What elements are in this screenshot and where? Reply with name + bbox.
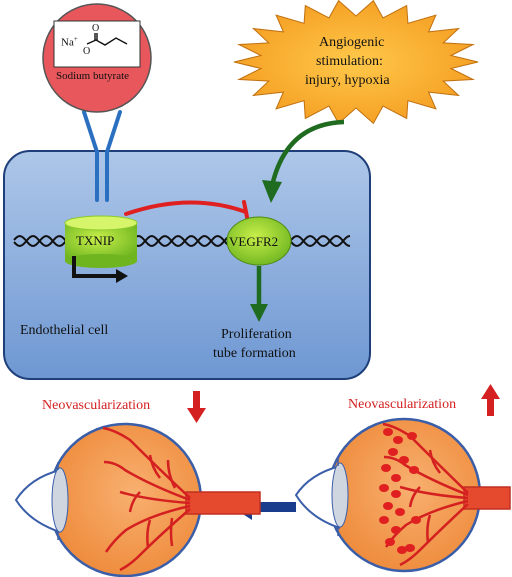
neovascular-cluster bbox=[395, 508, 405, 516]
eye-left bbox=[14, 422, 261, 577]
transcription-arrowhead bbox=[116, 269, 128, 283]
neovascularization-left-label: Neovascularization bbox=[42, 398, 151, 413]
neovascular-cluster bbox=[405, 544, 415, 552]
neovascular-cluster bbox=[383, 502, 393, 510]
outcome-line-1: Proliferation bbox=[221, 327, 292, 342]
neovascular-cluster bbox=[399, 456, 409, 464]
neovascular-cluster bbox=[411, 516, 421, 524]
neovascularization-down-arrow bbox=[187, 391, 206, 423]
receptor-icon bbox=[82, 110, 122, 202]
compound-label: Sodium butyrate bbox=[56, 70, 130, 82]
vegfr2-label: VEGFR2 bbox=[229, 234, 279, 249]
neovascular-cluster bbox=[393, 436, 403, 444]
downstream-activation-arrow bbox=[250, 266, 268, 322]
neovascular-cluster bbox=[379, 516, 389, 524]
vegfr2-receptor bbox=[226, 216, 292, 266]
neovascular-clusters bbox=[379, 428, 421, 554]
eye-right bbox=[294, 417, 511, 573]
neovascular-cluster bbox=[383, 428, 393, 436]
neovascularization-up-arrow bbox=[481, 384, 500, 416]
neovascular-cluster bbox=[407, 432, 417, 440]
neovascular-cluster bbox=[385, 538, 395, 546]
sodium-ion-text: Na bbox=[61, 36, 74, 49]
ion-charge: + bbox=[73, 35, 78, 43]
outcome-line-2: tube formation bbox=[213, 346, 296, 361]
cell-label: Endothelial cell bbox=[20, 323, 109, 338]
txnip-protein bbox=[64, 215, 138, 268]
neovascular-cluster bbox=[409, 466, 419, 474]
neovascular-cluster bbox=[391, 474, 401, 482]
stimulus-activation-arrow bbox=[262, 119, 345, 203]
stimulus-line-1: Angiogenic bbox=[319, 35, 385, 50]
neovascular-cluster bbox=[391, 490, 401, 498]
neovascular-cluster bbox=[379, 484, 389, 492]
neovascular-cluster bbox=[391, 526, 401, 534]
stimulus-line-2: stimulation: bbox=[316, 54, 383, 69]
endothelial-cell-body bbox=[3, 150, 371, 380]
neovascular-cluster bbox=[397, 546, 407, 554]
neovascular-cluster bbox=[388, 448, 398, 456]
stimulus-line-3: injury, hypoxia bbox=[305, 73, 390, 88]
txnip-label: TXNIP bbox=[76, 233, 115, 248]
stimulus-starburst bbox=[233, 0, 479, 125]
transcription-arrow bbox=[72, 256, 118, 278]
neovascular-cluster bbox=[381, 464, 391, 472]
compound-ion-label: Na+ bbox=[61, 35, 78, 49]
compound-oxygen-top: O bbox=[92, 23, 100, 34]
butyrate-structure-icon bbox=[86, 33, 128, 46]
compound-oxygen-bottom: O bbox=[83, 46, 91, 57]
neovascularization-right-label: Neovascularization bbox=[348, 397, 457, 412]
